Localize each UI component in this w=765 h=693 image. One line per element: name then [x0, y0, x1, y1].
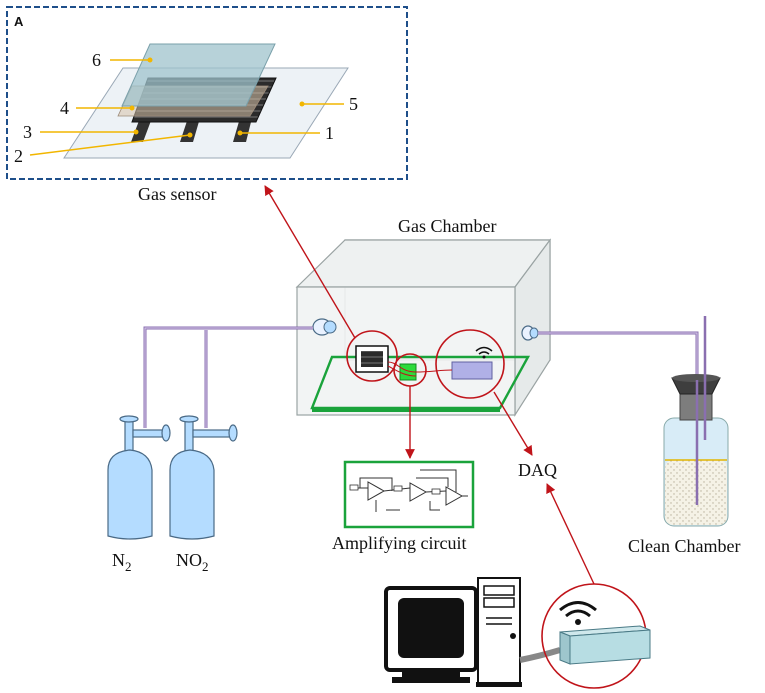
outlet-pipe	[538, 331, 699, 380]
n2-valve-cap	[119, 415, 139, 423]
leader-6-dot	[147, 57, 153, 63]
part-label-2: 2	[14, 146, 23, 166]
daq-module-in-chamber	[451, 361, 493, 380]
tower-power-button	[510, 633, 516, 639]
opamp-2	[409, 482, 428, 502]
daq-box-side	[559, 631, 571, 665]
arrow-computer-to-daq	[546, 483, 595, 585]
part-label-4: 4	[60, 98, 69, 118]
outlet-connector	[521, 325, 539, 341]
n2-pipe-highlight	[144, 327, 313, 428]
arrow-to-daq	[493, 391, 533, 456]
wifi-icon-chamber	[475, 346, 493, 355]
part-label-3: 3	[23, 122, 32, 142]
clean-chamber-stopper-top	[672, 374, 720, 382]
no2-valve-cap	[179, 415, 199, 423]
part-label-1: 1	[325, 123, 334, 143]
monitor-base	[392, 677, 470, 683]
leader-2-dot	[187, 132, 193, 138]
clean-chamber	[663, 316, 729, 527]
tower-base	[476, 682, 522, 687]
board-wire-2	[387, 365, 417, 377]
amplifying-circuit-label: Amplifying circuit	[332, 533, 466, 553]
gas-sensor-inset: A 6 4 3 2 1 5	[6, 6, 408, 180]
sensor-chip-pattern	[361, 351, 383, 367]
chamber-top-face	[295, 239, 552, 288]
outlet-pipe-highlight	[538, 332, 698, 380]
panel-letter: A	[14, 14, 24, 29]
leader-3-dot	[133, 129, 139, 135]
no2-cylinder	[169, 415, 238, 540]
wifi-icon-external	[559, 601, 597, 618]
monitor-stand	[402, 670, 460, 677]
n2-cylinder	[107, 415, 171, 540]
tower-drive-1	[483, 585, 515, 596]
resistor-1	[349, 484, 359, 491]
daq-module-external	[541, 583, 651, 689]
sensor-highlight-circle	[346, 330, 398, 382]
circuit-board-edge	[312, 408, 500, 412]
daq-box-front	[569, 629, 651, 665]
n2-valve-stem	[124, 419, 134, 453]
leader-5-dot	[299, 101, 305, 107]
electrode-pad-3	[131, 118, 152, 142]
opamp-1	[367, 481, 386, 501]
arrow-to-gas-sensor	[264, 185, 356, 339]
no2-tank-body	[169, 449, 215, 540]
monitor-screen	[398, 598, 464, 658]
leader-1-dot	[237, 130, 243, 136]
wifi-dot-external	[575, 619, 581, 625]
no2-label: NO2	[176, 550, 209, 574]
part-label-6: 6	[92, 50, 101, 70]
part-label-5: 5	[349, 94, 358, 114]
resistor-3	[431, 488, 441, 495]
electrode-pad-1	[233, 118, 252, 142]
no2-valve-arm	[192, 429, 232, 438]
daq-highlight-circle	[435, 329, 505, 399]
daq-cable	[519, 647, 561, 663]
n2-valve-handle	[161, 424, 171, 442]
n2-valve-arm	[132, 429, 164, 438]
opamp-3	[445, 486, 464, 506]
n2-label: N2	[112, 550, 132, 574]
leader-4-dot	[129, 105, 135, 111]
computer-monitor	[384, 586, 478, 683]
clean-chamber-label: Clean Chamber	[628, 536, 740, 556]
resistor-2	[393, 485, 403, 492]
amplifying-circuit	[343, 460, 475, 529]
amplifying-circuit-border	[343, 460, 475, 529]
gas-sensor-label: Gas sensor	[138, 184, 217, 204]
tower-drive-2	[483, 597, 515, 608]
leader-2	[29, 134, 191, 156]
n2-tank-body	[107, 449, 153, 540]
gas-chamber-label: Gas Chamber	[398, 216, 496, 236]
gas-chamber	[295, 238, 552, 418]
n2-pipe	[143, 326, 313, 428]
no2-valve-stem	[184, 419, 194, 453]
computer-tower	[476, 577, 522, 687]
gas-supply-lines	[143, 326, 699, 428]
no2-valve-handle	[228, 424, 238, 442]
top-cover-layer	[121, 43, 276, 107]
chamber-front-face	[296, 286, 516, 416]
daq-label: DAQ	[518, 460, 557, 480]
inlet-connector	[312, 318, 337, 336]
wifi-dot-chamber	[482, 355, 486, 359]
